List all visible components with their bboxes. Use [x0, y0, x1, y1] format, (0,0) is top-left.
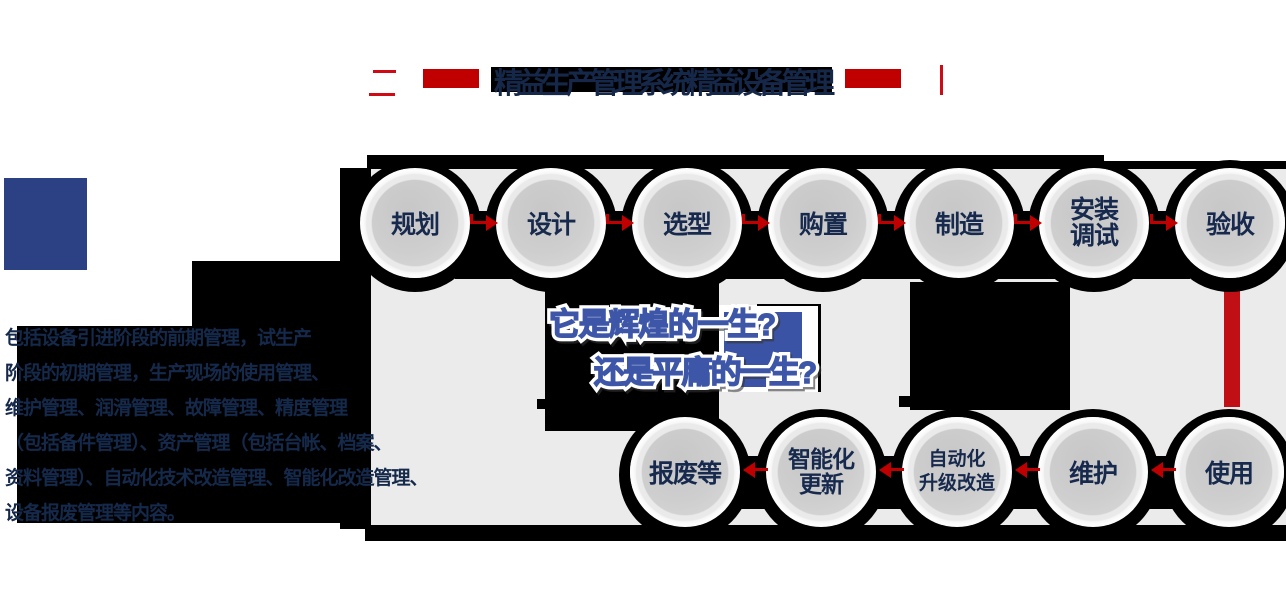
- svg-text:还是平庸的一生?: 还是平庸的一生?: [594, 355, 817, 390]
- svg-text:它是辉煌的一生?: 它是辉煌的一生?: [549, 307, 776, 342]
- svg-text:还是平庸的一生?: 还是平庸的一生?: [594, 355, 817, 390]
- svg-text:它是辉煌的一生?: 它是辉煌的一生?: [549, 307, 776, 342]
